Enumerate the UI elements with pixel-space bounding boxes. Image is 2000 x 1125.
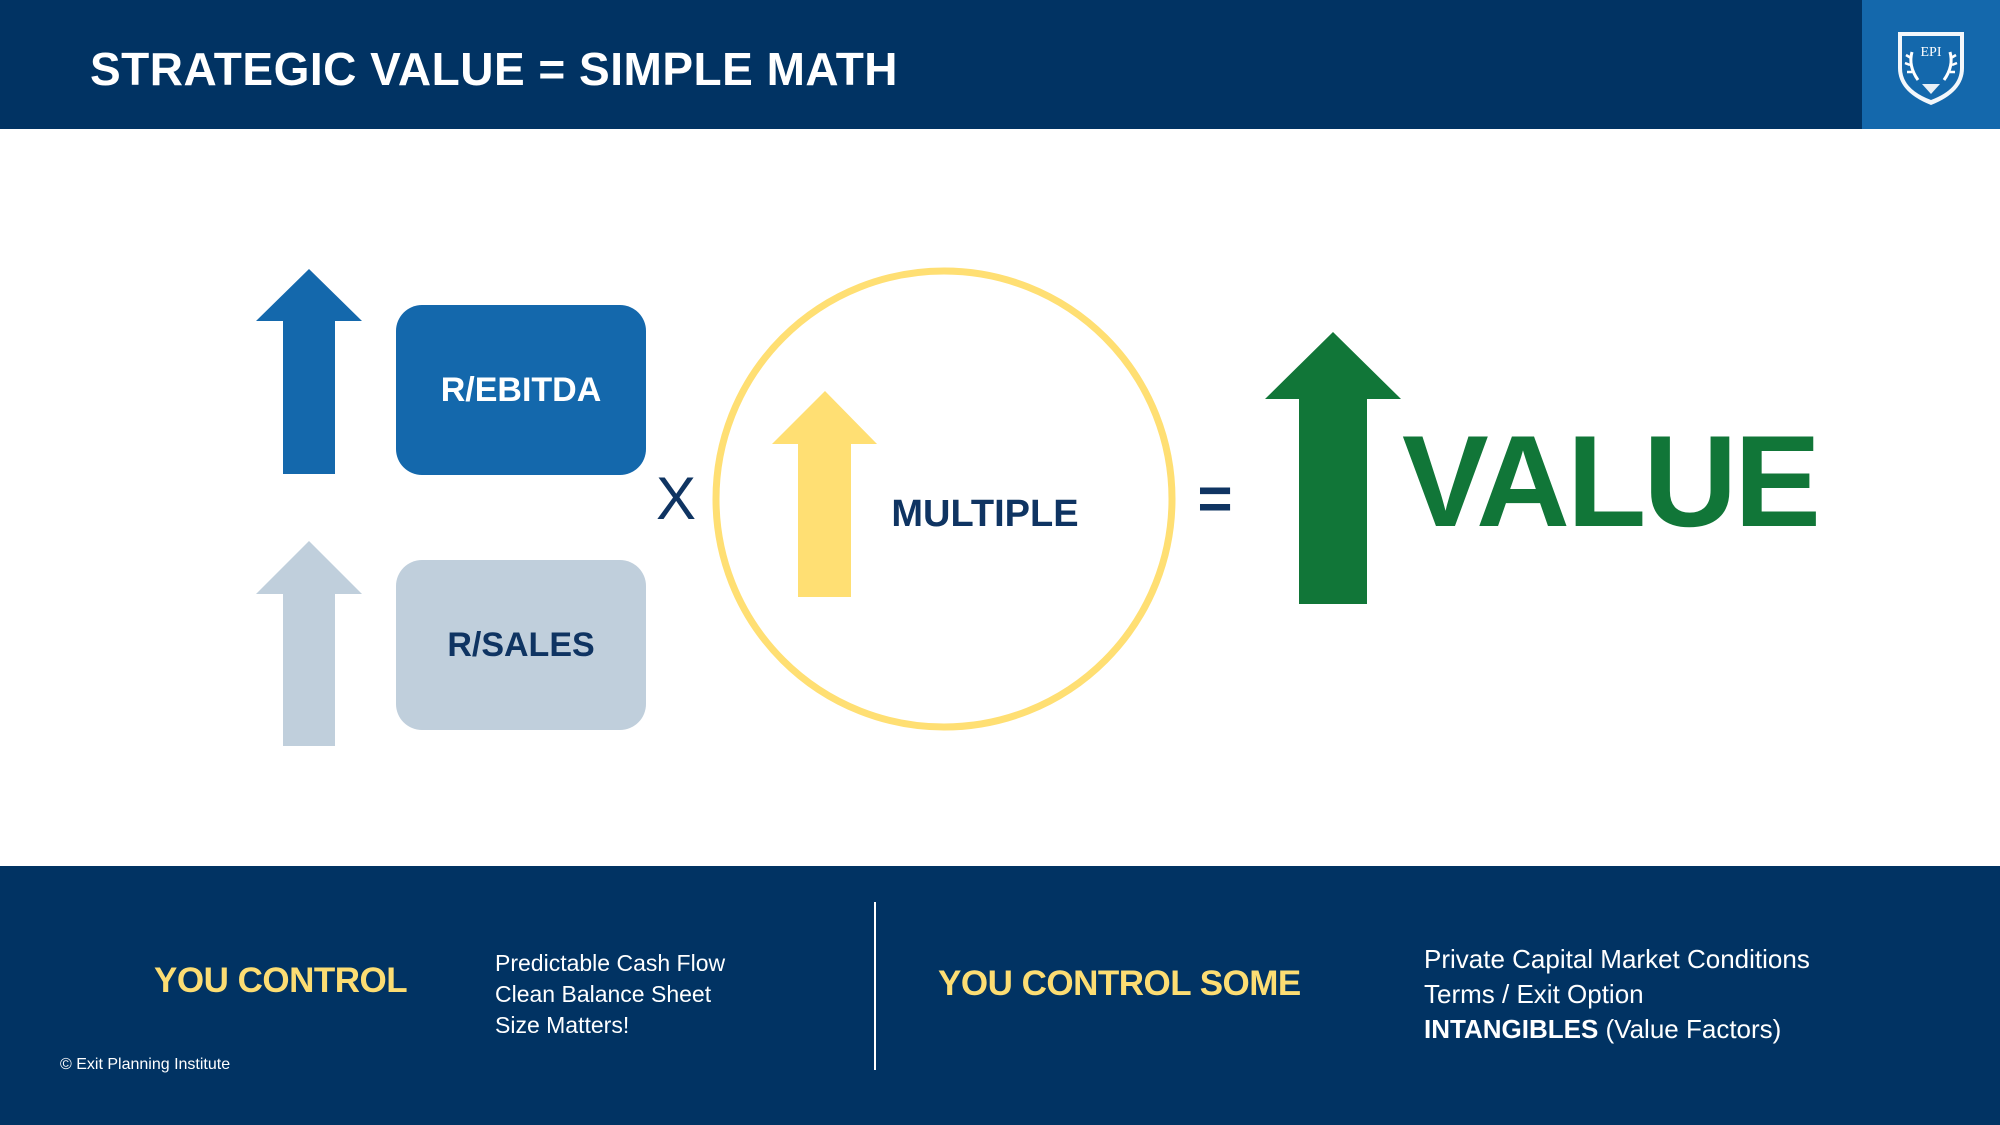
page-title: STRATEGIC VALUE = SIMPLE MATH [90, 43, 899, 95]
diagram-shapes [256, 267, 1401, 746]
footer-panel: YOU CONTROL Predictable Cash Flow Clean … [0, 866, 2000, 1125]
list-item: Terms / Exit Option [1424, 979, 1644, 1009]
value-equation-diagram: R/EBITDA R/SALES X MULTIPLE = VALUE [0, 129, 2000, 866]
list-item: Private Capital Market Conditions [1424, 944, 1810, 974]
value-factors-label: (Value Factors) [1598, 1014, 1782, 1044]
list-item: INTANGIBLES (Value Factors) [1424, 1012, 1810, 1047]
multiple-label: MULTIPLE [891, 493, 1079, 535]
copyright-text: © Exit Planning Institute [60, 1056, 231, 1073]
logo-box: EPI [1862, 0, 2000, 129]
multiply-symbol: X [655, 465, 697, 532]
you-control-some-list: Private Capital Market Conditions Terms … [1424, 942, 1810, 1047]
up-arrow-icon [256, 269, 362, 474]
you-control-some-heading: YOU CONTROL SOME [938, 964, 1301, 1003]
footer-divider [874, 902, 876, 1070]
intangibles-label: INTANGIBLES [1424, 1014, 1599, 1044]
list-item: Size Matters! [495, 1012, 630, 1038]
multiple-circle [712, 267, 1176, 731]
shield-logo-icon: EPI [1898, 32, 1964, 105]
value-label: VALUE [1402, 408, 1821, 554]
sales-box: R/SALES [396, 560, 646, 730]
up-arrow-icon [1265, 332, 1401, 604]
equals-symbol: = [1197, 465, 1233, 532]
list-item: Clean Balance Sheet [495, 981, 712, 1007]
you-control-list: Predictable Cash Flow Clean Balance Shee… [495, 948, 725, 1041]
list-item: Predictable Cash Flow [495, 950, 726, 976]
up-arrow-icon [256, 541, 362, 746]
logo-text: EPI [1921, 45, 1942, 60]
header-bar: STRATEGIC VALUE = SIMPLE MATH EPI [0, 0, 2000, 129]
ebitda-box: R/EBITDA [396, 305, 646, 475]
up-arrow-icon [772, 391, 877, 597]
you-control-heading: YOU CONTROL [154, 961, 408, 1000]
